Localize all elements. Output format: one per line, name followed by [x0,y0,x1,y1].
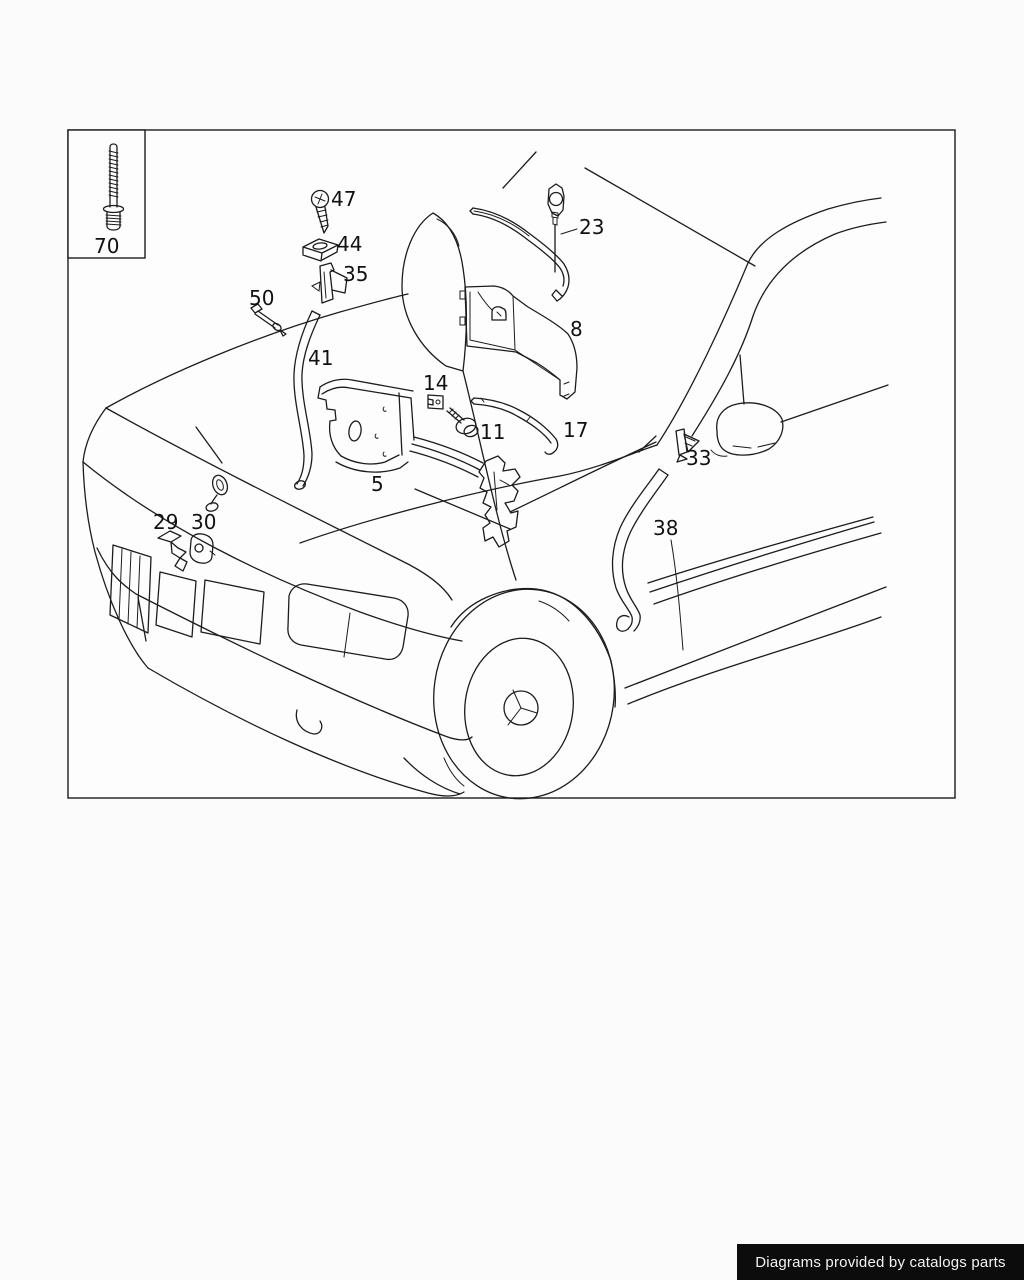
mount-tick [638,435,657,453]
exploded-parts [157,183,700,632]
part-23-molding [469,183,570,302]
part-17-rod [470,397,559,455]
hood-front-edge [105,407,453,601]
leader-lines [560,228,684,651]
windshield-header-line [584,167,756,267]
part-29-bracket [157,530,188,572]
fender-crease [195,426,223,464]
part-label-17: 17 [563,418,588,442]
part-label-5: 5 [371,472,384,496]
bumper-bottom [147,667,465,797]
footer-credit-text: Diagrams provided by catalogs parts [755,1253,1006,1271]
part-number-labels: 70 47 44 35 50 41 23 8 14 11 17 5 29 30 33 38 [94,187,711,540]
hood-star-part [205,474,229,512]
part-50-rivet-pin [250,303,287,337]
part-label-35: 35 [343,262,368,286]
part-30-grommet [189,533,216,564]
front-corner [82,407,107,463]
part-47-screw [310,189,330,234]
a-pillar-rear-edge [691,221,887,437]
bumper-top [96,547,473,741]
open-hood [401,212,468,372]
part-8-bracket [459,285,578,400]
part-label-70: 70 [94,234,119,258]
part-label-50: 50 [249,286,274,310]
diagram-border [67,129,956,799]
apron-line [403,757,461,795]
part-35-bracket [311,262,348,304]
leader-38 [670,539,684,651]
door-edge-line [509,441,657,513]
footer-credit-bar: Diagrams provided by catalogs parts [737,1244,1024,1280]
part-38-tube [611,468,669,632]
fender-rear-line [462,370,517,581]
part-label-11: 11 [480,420,505,444]
part-14-clip [427,394,444,410]
turn-signal [200,579,265,645]
part-label-29: 29 [153,510,178,534]
grille [109,544,152,634]
part-label-41: 41 [308,346,333,370]
left-lamp [155,571,197,638]
beltline-door [780,384,889,423]
bumper-seam [137,596,147,642]
headlight [287,583,409,661]
part-70-rivet [102,143,125,231]
part-label-44: 44 [337,232,362,256]
bumper-recess [295,709,323,735]
part-label-14: 14 [423,371,448,395]
part-44-clip-nut [302,238,339,262]
side-mirror [716,402,784,456]
leader-23 [560,228,578,235]
car-outline [82,151,889,800]
bumper-left-profile [82,461,149,669]
part-5-bracket [317,378,484,478]
part-label-38: 38 [653,516,678,540]
legend-box [67,129,146,259]
hub [503,690,539,726]
part-label-23: 23 [579,215,604,239]
sill-lines [624,586,887,705]
part-11-bolt [446,407,479,438]
part-label-30: 30 [191,510,216,534]
part-label-8: 8 [570,317,583,341]
part-label-47: 47 [331,187,356,211]
fender-top-edge [105,293,409,409]
part-33-clip [675,428,700,463]
hood-rear-line [502,151,537,189]
front-wheel [433,588,615,800]
side-moldings [647,516,882,605]
mercedes-star-icon [507,689,538,726]
part-41-stay [293,310,321,490]
a-pillar-front-edge [656,197,882,446]
part-5-rail [409,436,484,478]
part-label-33: 33 [686,446,711,470]
mirror-arm [739,354,745,405]
face-top-line [82,461,463,642]
latch-bracket [478,455,521,548]
